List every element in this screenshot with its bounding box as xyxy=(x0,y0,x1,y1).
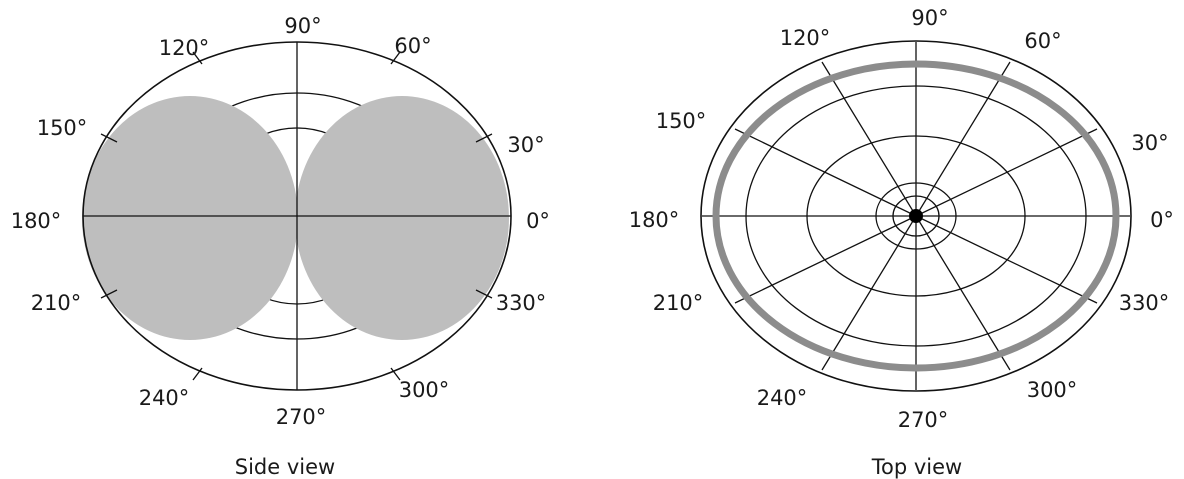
side-label-180: 180° xyxy=(11,209,62,233)
side-label-210: 210° xyxy=(31,291,82,315)
side-tick-60 xyxy=(390,51,401,65)
top-label-300: 300° xyxy=(1027,378,1078,402)
top-label-150: 150° xyxy=(656,109,707,133)
top-center-dot xyxy=(909,209,923,223)
side-tick-240 xyxy=(192,367,203,381)
top-label-120: 120° xyxy=(780,26,831,50)
top-label-0: 0° xyxy=(1150,208,1174,232)
top-outer-ring xyxy=(700,40,1132,392)
side-lobe-left xyxy=(82,96,298,340)
side-tick-150 xyxy=(100,133,118,143)
side-label-60: 60° xyxy=(394,34,431,58)
top-label-240: 240° xyxy=(757,386,808,410)
top-label-60: 60° xyxy=(1024,29,1061,53)
side-label-120: 120° xyxy=(159,36,210,60)
top-label-210: 210° xyxy=(653,291,704,315)
top-pattern-ring xyxy=(712,60,1120,372)
top-label-30: 30° xyxy=(1131,131,1168,155)
side-label-30: 30° xyxy=(507,133,544,157)
side-label-90: 90° xyxy=(284,14,321,38)
side-tick-330 xyxy=(475,289,493,299)
top-view-caption: Top view xyxy=(871,455,962,479)
side-tick-300 xyxy=(390,367,401,381)
side-label-330: 330° xyxy=(496,291,547,315)
side-lobe-right xyxy=(295,96,509,340)
side-label-0: 0° xyxy=(526,209,550,233)
top-label-90: 90° xyxy=(911,6,948,30)
top-label-330: 330° xyxy=(1119,291,1170,315)
side-view-caption: Side view xyxy=(235,455,335,479)
side-view-polar-plot: 90° 60° 120° 30° 150° 0° 180° 210° 330° … xyxy=(11,14,550,479)
side-pattern-lobes xyxy=(82,96,509,340)
side-label-240: 240° xyxy=(139,386,190,410)
side-tick-120 xyxy=(192,51,203,65)
side-tick-30 xyxy=(475,133,493,143)
top-label-180: 180° xyxy=(629,208,680,232)
side-tick-210 xyxy=(100,289,118,299)
top-view-polar-plot: 90° 60° 120° 30° 150° 0° 180° 210° 330° … xyxy=(629,6,1174,479)
side-label-270: 270° xyxy=(276,405,327,429)
side-label-150: 150° xyxy=(37,116,88,140)
top-label-270: 270° xyxy=(898,408,949,432)
side-label-300: 300° xyxy=(399,378,450,402)
